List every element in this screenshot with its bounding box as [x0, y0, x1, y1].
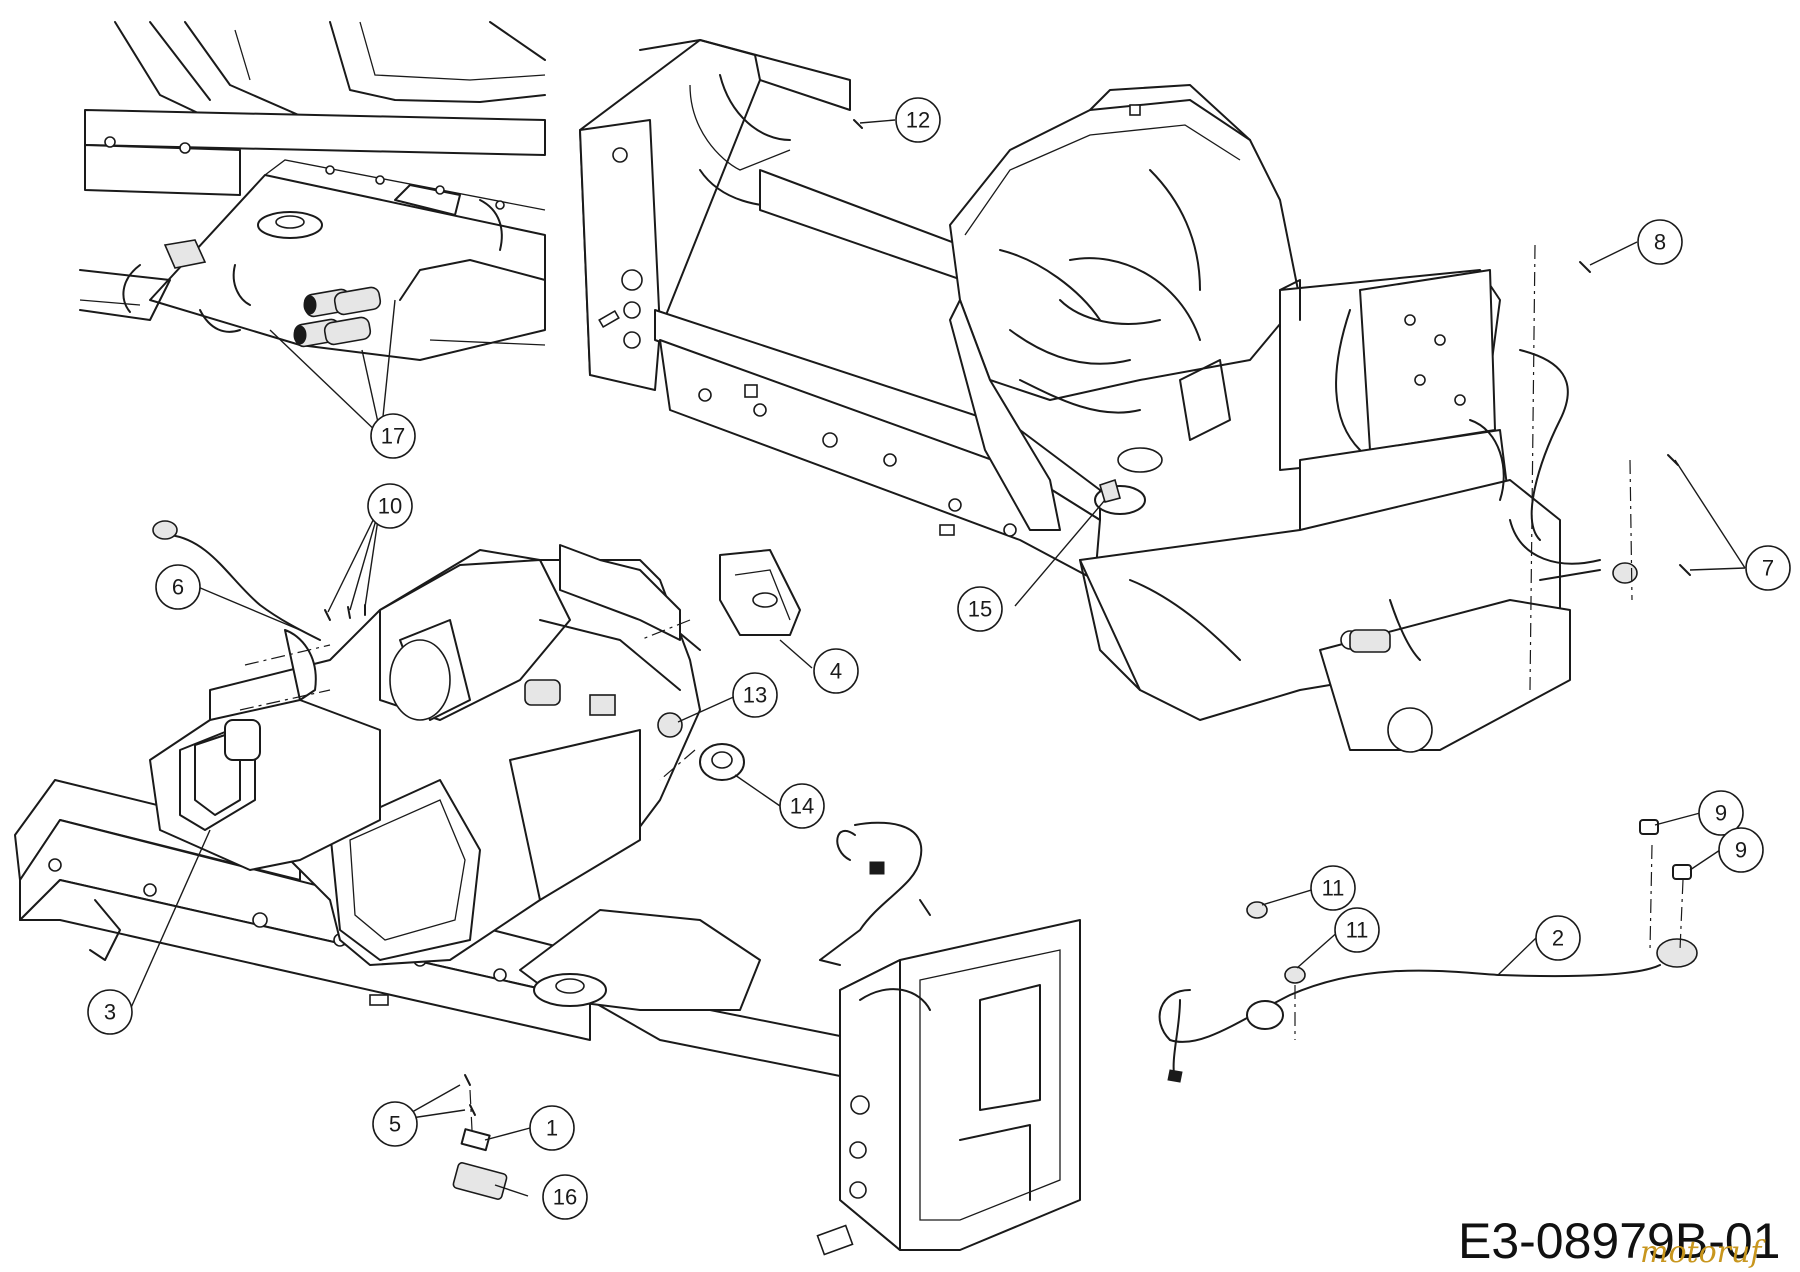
callout-9a-label: 9	[1715, 801, 1727, 826]
callout-9b: 9	[1718, 827, 1764, 873]
callout-15: 15	[957, 586, 1003, 632]
callout-3-label: 3	[104, 1000, 116, 1025]
callout-9b-label: 9	[1735, 838, 1747, 863]
callout-13: 13	[732, 672, 778, 718]
callout-4: 4	[813, 648, 859, 694]
callout-14: 14	[779, 783, 825, 829]
callout-6: 6	[155, 564, 201, 610]
callout-3: 3	[87, 989, 133, 1035]
callout-8: 8	[1637, 219, 1683, 265]
watermark-logo: motoruf	[1640, 1235, 1766, 1270]
callout-5: 5	[372, 1101, 418, 1147]
callout-2: 2	[1535, 915, 1581, 961]
callout-10-label: 10	[378, 494, 402, 519]
callout-12: 12	[895, 97, 941, 143]
callout-6-label: 6	[172, 575, 184, 600]
callout-8-label: 8	[1654, 230, 1666, 255]
loose-parts	[152, 119, 1698, 1200]
callout-16: 16	[542, 1174, 588, 1220]
callout-10: 10	[367, 483, 413, 529]
relay-set-17	[293, 286, 382, 348]
callout-2-label: 2	[1552, 926, 1564, 951]
callout-leaders	[129, 119, 1746, 1197]
callout-11b-label: 11	[1346, 918, 1369, 943]
callout-11a-label: 11	[1322, 876, 1345, 901]
callout-9a: 9	[1698, 790, 1744, 836]
callout-7-label: 7	[1762, 556, 1774, 581]
callout-16-label: 16	[553, 1185, 577, 1210]
callout-12-label: 12	[906, 108, 930, 133]
callout-5-label: 5	[389, 1112, 401, 1137]
callout-11b: 11	[1334, 907, 1380, 953]
callout-13-label: 13	[743, 683, 767, 708]
detail-inset-drawing	[79, 21, 546, 361]
callout-7: 7	[1745, 545, 1791, 591]
upper-frame-assembly	[579, 39, 1638, 753]
callout-1: 1	[529, 1105, 575, 1151]
callout-17-label: 17	[381, 424, 405, 449]
callout-11a: 11	[1310, 865, 1356, 911]
callout-1-label: 1	[546, 1116, 558, 1141]
callout-15-label: 15	[968, 597, 992, 622]
callout-4-label: 4	[830, 659, 842, 684]
drawing-code: E3-08979B-01	[1458, 1213, 1780, 1269]
callout-14-label: 14	[790, 794, 814, 819]
lower-frame-assembly	[14, 544, 1081, 1256]
callout-17: 17	[370, 413, 416, 459]
callouts: 1 2 3 4 5 6 7 8	[87, 97, 1791, 1220]
